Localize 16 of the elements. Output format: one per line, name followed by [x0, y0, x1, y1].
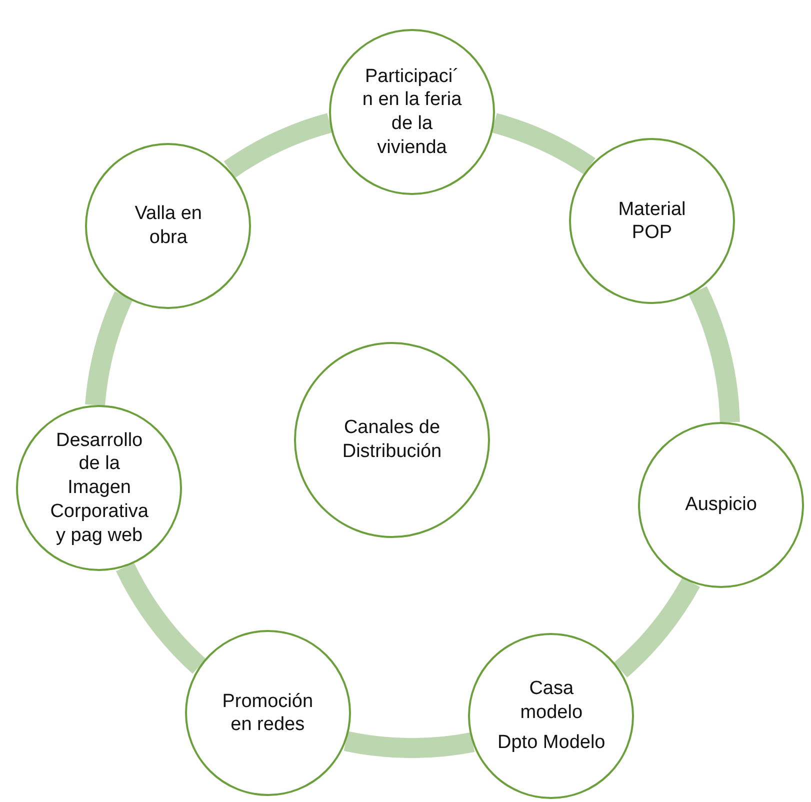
node-label: Casa modelo	[519, 677, 584, 725]
ring-connector	[688, 286, 740, 424]
node-label: Participaci´ n en la feria de la vivienda	[361, 64, 463, 160]
ring-connector	[224, 113, 333, 178]
ring-connector	[116, 562, 206, 674]
ring-connector	[491, 113, 596, 175]
node-label: Promoción en redes	[221, 690, 314, 738]
node-label: Material POP	[617, 198, 687, 246]
node-label: Desarrollo de la Imagen Corporativa y pag web	[49, 428, 150, 548]
node-label: Auspicio	[685, 492, 757, 517]
node-label: Canales de Distribución	[341, 416, 443, 464]
ring-connector	[85, 292, 134, 406]
ring-connector	[614, 577, 700, 678]
ring-connector	[344, 731, 474, 758]
node-label: Dpto Modelo	[498, 730, 606, 754]
node-label: Valla en obra	[134, 202, 204, 250]
